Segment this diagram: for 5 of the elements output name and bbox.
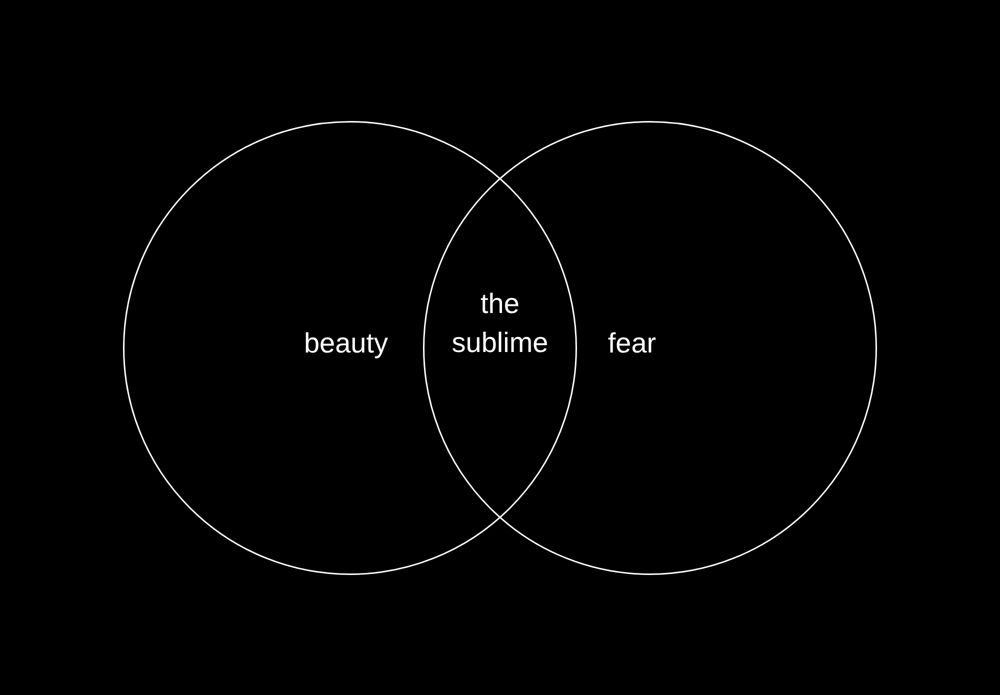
set-label: beauty xyxy=(304,326,388,360)
set-label: fear xyxy=(608,326,656,360)
intersection-label: the sublime xyxy=(450,286,550,360)
venn-circle xyxy=(123,121,577,575)
venn-circle xyxy=(423,121,877,575)
